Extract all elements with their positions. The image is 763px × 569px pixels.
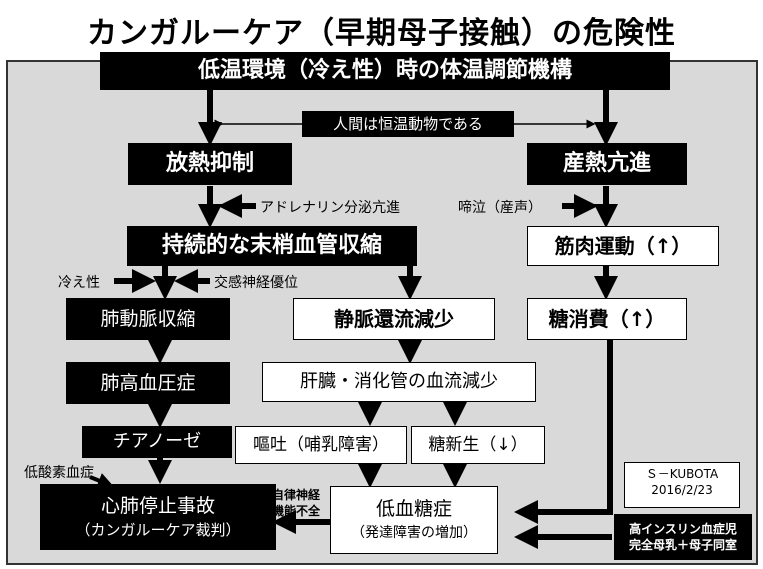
adrenaline-label: アドレナリン分泌亢進 (260, 200, 400, 216)
cyanosis-box: チアノーゼ (82, 426, 232, 458)
muscle-activity-box: 筋肉運動（↑） (527, 226, 719, 266)
hyperinsulinemia-line1: 高インスリン血症児 (629, 521, 737, 536)
homeotherm-label: 人間は恒温動物である (302, 111, 514, 137)
vomiting-box: 嘔吐（哺乳障害） (235, 426, 407, 464)
heat-production-increase-box: 産熱亢進 (527, 143, 687, 185)
sympathetic-label: 交感神経優位 (214, 275, 298, 291)
gluconeogenesis-box: 糖新生（↓） (411, 426, 545, 464)
glucose-consumption-box: 糖消費（↑） (527, 298, 687, 340)
arrow-hypoxemia (89, 473, 114, 488)
organ-blood-flow-decrease-box: 肝臓・消化管の血流減少 (262, 362, 536, 402)
hypoglycemia-title: 低血糖症 (375, 498, 452, 521)
header-box: 低温環境（冷え性）時の体温調節機構 (100, 52, 670, 90)
hypoglycemia-subtitle: （発達障害の増加） (351, 525, 477, 541)
credit-author: Ｓ－KUBOTA (645, 467, 719, 481)
pulmonary-vasoconstriction-box: 肺動脈収縮 (66, 298, 230, 340)
credit-date: 2016/2/23 (651, 483, 713, 498)
venous-return-decrease-box: 静脈還流減少 (293, 298, 495, 340)
hypoglycemia-box: 低血糖症 （発達障害の増加） (330, 486, 498, 554)
heat-loss-suppression-box: 放熱抑制 (128, 143, 292, 185)
author-credit: Ｓ－KUBOTA 2016/2/23 (624, 462, 740, 508)
cardiac-arrest-box: 心肺停止事故 （カンガルーケア裁判） (40, 484, 276, 550)
cardiac-arrest-subtitle: （カンガルーケア裁判） (75, 521, 241, 540)
autonomic-label-line2: 機能不全 (272, 504, 321, 518)
hyperinsulinemia-box: 高インスリン血症児 完全母乳＋母子同室 (614, 514, 752, 560)
autonomic-label-line1: 自律神経 (272, 488, 321, 502)
hyperinsulinemia-line2: 完全母乳＋母子同室 (628, 538, 737, 552)
cardiac-arrest-title: 心肺停止事故 (100, 494, 215, 517)
pulmonary-hypertension-box: 肺高血圧症 (66, 362, 230, 404)
arrow-glucose-to-hypoglycemia (514, 340, 613, 524)
cold-constitution-label: 冷え性 (58, 275, 100, 291)
vasoconstriction-box: 持続的な末梢血管収縮 (127, 226, 417, 266)
crying-label: 啼泣（産声） (458, 200, 542, 216)
diagram-title: カンガルーケア（早期母子接触）の危険性 (87, 16, 676, 51)
hypoxemia-label: 低酸素血症 (24, 465, 94, 481)
